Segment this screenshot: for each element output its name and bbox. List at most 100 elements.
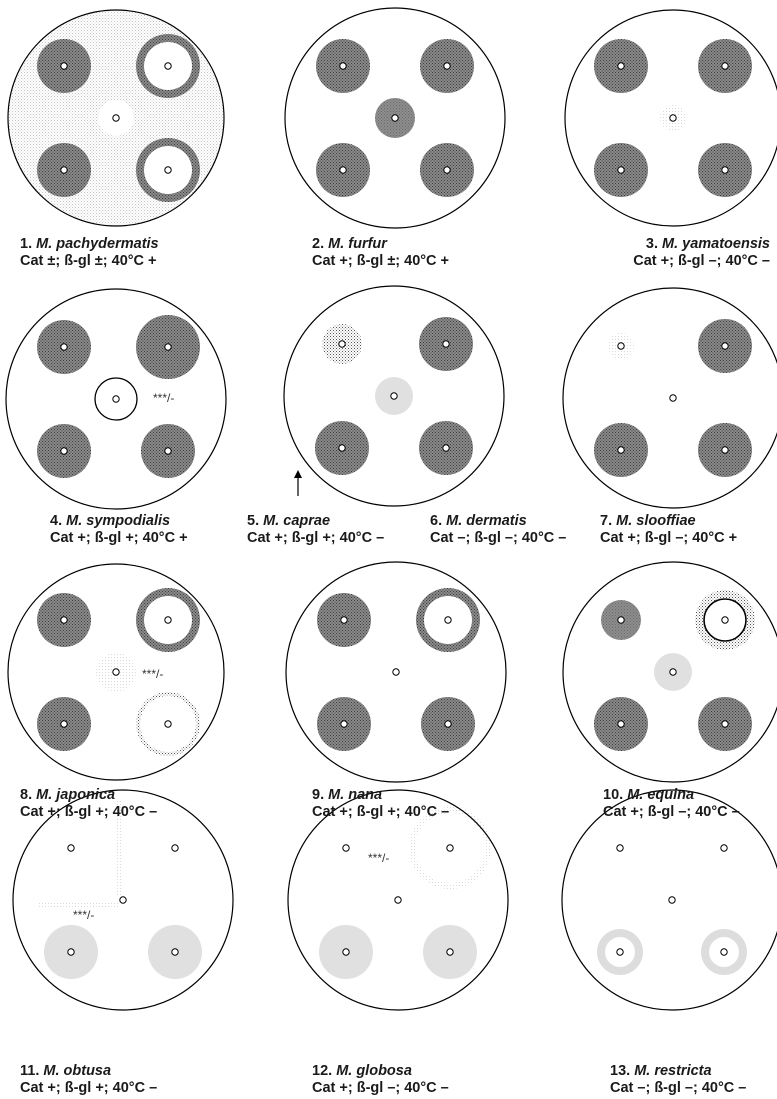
caption-plate-3: 3. M. yamatoensisCat +; ß-gl –; 40°C – — [633, 236, 770, 270]
well — [391, 393, 397, 399]
species-name: M. caprae — [263, 513, 330, 529]
well — [444, 167, 450, 173]
well — [61, 617, 67, 623]
test-results: Cat –; ß-gl –; 40°C – — [610, 1080, 746, 1097]
well — [721, 949, 727, 955]
well — [339, 341, 345, 347]
plate-number: 7. — [600, 513, 616, 529]
arrow-head — [294, 470, 302, 478]
caption-plate-10: 10. M. equinaCat +; ß-gl –; 40°C – — [603, 787, 740, 821]
plate-number: 4. — [50, 513, 66, 529]
species-name: M. equina — [627, 787, 694, 803]
plate-5 — [284, 286, 504, 506]
plate-number: 9. — [312, 787, 328, 803]
well — [722, 63, 728, 69]
plate-number: 6. — [430, 513, 446, 529]
test-results: Cat +; ß-gl +; 40°C – — [20, 804, 157, 821]
well — [165, 617, 171, 623]
caption-plate-12: 12. M. globosaCat +; ß-gl –; 40°C – — [312, 1063, 449, 1097]
plate-10 — [563, 562, 777, 782]
plate-13 — [562, 790, 777, 1010]
well — [61, 344, 67, 350]
species-name: M. slooffiae — [616, 513, 696, 529]
species-name: M. obtusa — [43, 1063, 111, 1079]
annotation-label: ***/- — [368, 851, 389, 865]
well — [722, 167, 728, 173]
test-results: Cat +; ß-gl +; 40°C – — [20, 1080, 157, 1097]
well — [618, 617, 624, 623]
well — [443, 341, 449, 347]
species-name: M. japonica — [36, 787, 115, 803]
test-results: Cat +; ß-gl –; 40°C – — [633, 253, 770, 270]
test-results: Cat +; ß-gl +; 40°C + — [50, 530, 188, 547]
well — [68, 845, 74, 851]
well — [165, 167, 171, 173]
well — [669, 897, 675, 903]
well — [120, 897, 126, 903]
well — [395, 897, 401, 903]
species-name: M. pachydermatis — [36, 236, 159, 252]
plate-3 — [565, 10, 777, 226]
well — [447, 949, 453, 955]
well — [61, 721, 67, 727]
plate-11: ***/- — [13, 790, 233, 1010]
well — [172, 845, 178, 851]
well — [392, 115, 398, 121]
well — [113, 396, 119, 402]
plate-number: 5. — [247, 513, 263, 529]
well — [447, 845, 453, 851]
well — [61, 63, 67, 69]
plate-number: 2. — [312, 236, 328, 252]
test-results: Cat +; ß-gl ±; 40°C + — [312, 253, 449, 270]
plate-9 — [286, 562, 506, 782]
plate-4: ***/- — [6, 289, 226, 509]
test-results: Cat –; ß-gl –; 40°C – — [430, 530, 566, 547]
well — [618, 63, 624, 69]
plate-8: ***/- — [8, 564, 224, 780]
well — [722, 343, 728, 349]
plate-number: 10. — [603, 787, 627, 803]
well — [722, 721, 728, 727]
test-results: Cat ±; ß-gl ±; 40°C + — [20, 253, 159, 270]
species-name: M. yamatoensis — [662, 236, 770, 252]
species-name: M. nana — [328, 787, 382, 803]
well — [722, 617, 728, 623]
well — [670, 115, 676, 121]
well — [445, 721, 451, 727]
species-name: M. restricta — [634, 1063, 711, 1079]
well — [113, 669, 119, 675]
test-results: Cat +; ß-gl +; 40°C – — [312, 804, 449, 821]
annotation-label: ***/- — [153, 391, 174, 405]
well — [165, 448, 171, 454]
plate-1 — [8, 10, 224, 226]
species-name: M. globosa — [336, 1063, 412, 1079]
well — [340, 63, 346, 69]
well — [722, 447, 728, 453]
well — [340, 167, 346, 173]
well — [339, 445, 345, 451]
species-name: M. dermatis — [446, 513, 527, 529]
well — [165, 63, 171, 69]
well — [341, 721, 347, 727]
plate-number: 13. — [610, 1063, 634, 1079]
test-results: Cat +; ß-gl –; 40°C + — [600, 530, 737, 547]
species-name: M. sympodialis — [66, 513, 170, 529]
well — [61, 167, 67, 173]
plate-number: 11. — [20, 1063, 43, 1079]
well — [61, 448, 67, 454]
well — [618, 167, 624, 173]
well — [618, 343, 624, 349]
plate-number: 3. — [646, 236, 662, 252]
well — [618, 721, 624, 727]
annotation-label: ***/- — [142, 667, 163, 681]
well — [721, 845, 727, 851]
well — [670, 669, 676, 675]
